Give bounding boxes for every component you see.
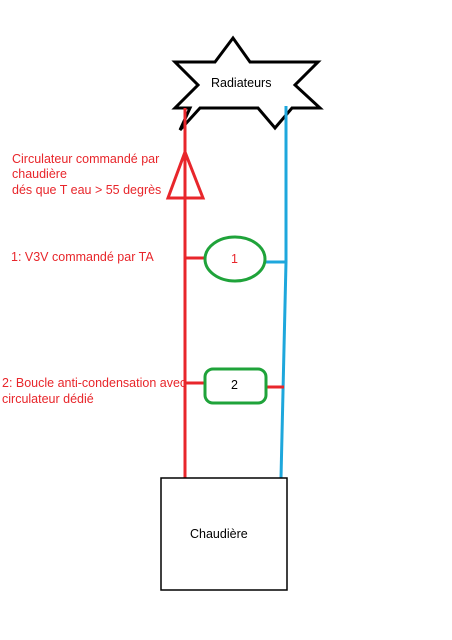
cold-pipe-lower — [279, 261, 288, 479]
anticond-label-line2: circulateur dédié — [2, 392, 94, 406]
radiators-star-shape — [171, 35, 324, 132]
circulator-triangle — [165, 147, 206, 200]
boiler-box — [160, 477, 288, 591]
boiler-label: Chaudière — [190, 527, 248, 541]
anticond-loop-box — [203, 367, 268, 405]
anticond-number: 2 — [231, 378, 238, 392]
circulator-label-line3: dés que T eau > 55 degrès — [12, 183, 162, 197]
circulator-label-line2: chaudière — [12, 167, 67, 181]
v3v-number: 1 — [231, 252, 238, 266]
circulator-label-line1: Circulateur commandé par — [12, 152, 160, 166]
anticond-label-line1: 2: Boucle anti-condensation avec — [2, 376, 187, 390]
radiators-label: Radiateurs — [211, 76, 272, 90]
v3v-label: 1: V3V commandé par TA — [11, 250, 154, 264]
v3v-valve-ellipse — [203, 235, 267, 283]
